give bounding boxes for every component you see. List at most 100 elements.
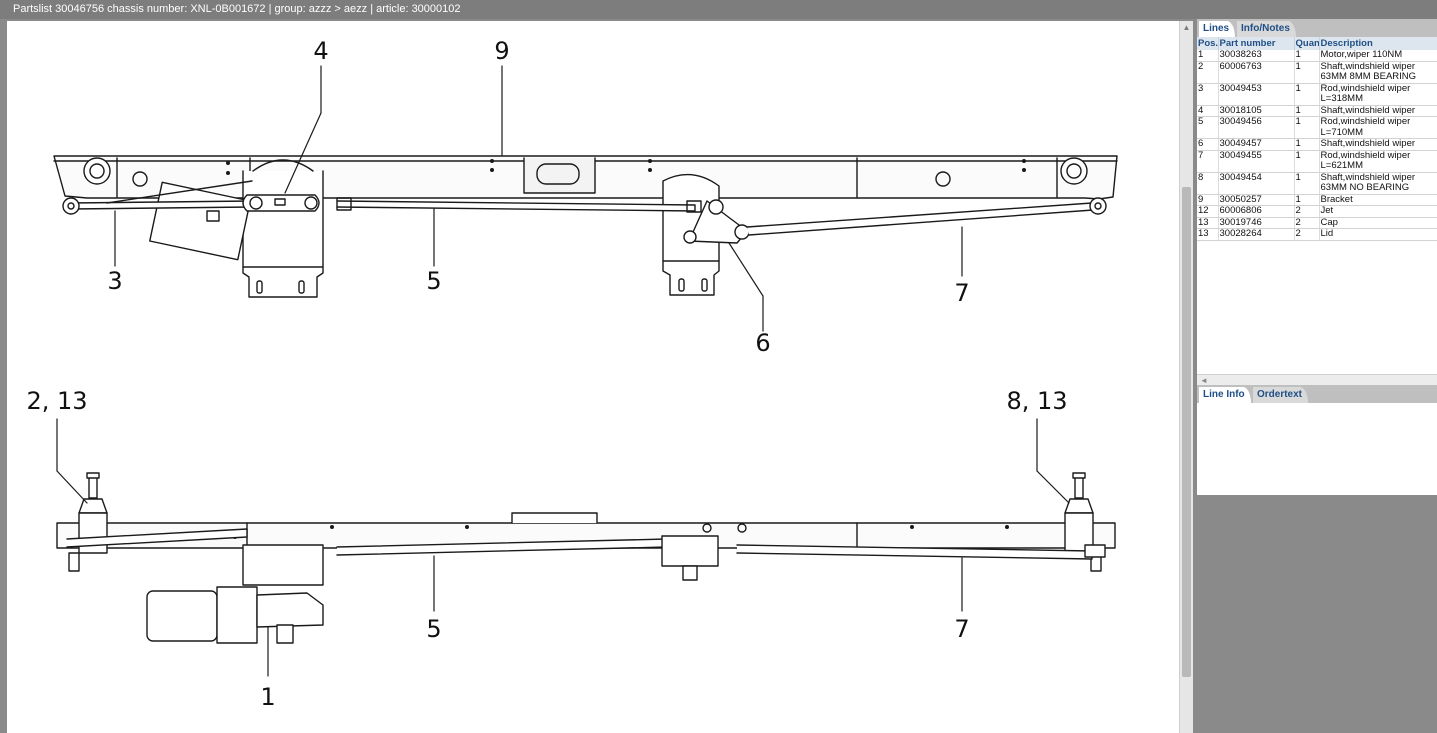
cell-description: Shaft,windshield wiper: [1319, 138, 1437, 151]
cell-description: Motor,wiper 110NM: [1319, 49, 1437, 62]
tab-line-info[interactable]: Line Info: [1199, 387, 1251, 403]
callout-label: 8, 13: [1006, 387, 1067, 415]
cell-quantity: 1: [1294, 138, 1320, 151]
cell-description: Shaft,windshield wiper 63MM 8MM BEARING: [1319, 61, 1437, 84]
callout-label: 3: [107, 267, 122, 295]
wiper-motor-bottom: [146, 544, 324, 644]
column-header-pos[interactable]: Pos.: [1197, 37, 1219, 50]
callout-label: 5: [426, 267, 441, 295]
cell-quantity: 1: [1294, 83, 1320, 106]
cell-part-number: 60006806: [1218, 205, 1295, 218]
cell-quantity: 1: [1294, 61, 1320, 84]
cell-pos: 1: [1197, 49, 1219, 62]
column-header-part-number[interactable]: Part number: [1218, 37, 1295, 50]
cell-part-number: 30038263: [1218, 49, 1295, 62]
cell-description: Shaft,windshield wiper: [1319, 105, 1437, 117]
table-horizontal-scrollbar[interactable]: ◄: [1197, 374, 1437, 386]
cell-quantity: 1: [1294, 194, 1320, 206]
cell-description: Cap: [1319, 217, 1437, 229]
cell-part-number: 30049455: [1218, 150, 1295, 173]
lineinfo-tabstrip: Line Info Ordertext: [1197, 385, 1437, 403]
column-header-quantity[interactable]: Quan: [1294, 37, 1320, 50]
scroll-up-icon[interactable]: ▲: [1182, 23, 1191, 32]
cell-quantity: 2: [1294, 228, 1320, 241]
callout-label: 5: [426, 615, 441, 643]
scroll-left-icon[interactable]: ◄: [1200, 376, 1208, 385]
cell-pos: 12: [1197, 205, 1219, 218]
drawing-vertical-scrollbar[interactable]: ▲: [1179, 21, 1193, 733]
cell-quantity: 1: [1294, 105, 1320, 117]
tab-lines[interactable]: Lines: [1199, 21, 1236, 37]
cell-quantity: 1: [1294, 49, 1320, 62]
callout-label: 1: [260, 683, 275, 711]
callout-labels: 9 4 3 5 6 7 2, 13 8, 13 5 7 1: [26, 37, 1067, 711]
lines-tabstrip: Lines Info/Notes: [1197, 19, 1437, 37]
cell-pos: 7: [1197, 150, 1219, 173]
cell-quantity: 2: [1294, 217, 1320, 229]
cell-quantity: 1: [1294, 150, 1320, 173]
cell-pos: 4: [1197, 105, 1219, 117]
cell-part-number: 60006763: [1218, 61, 1295, 84]
cell-pos: 5: [1197, 116, 1219, 139]
cell-part-number: 30028264: [1218, 228, 1295, 241]
callout-label: 9: [494, 37, 509, 65]
cell-part-number: 30049456: [1218, 116, 1295, 139]
right-panel: Lines Info/Notes Pos. Part number Quan D…: [1193, 19, 1437, 733]
cell-description: Rod,windshield wiper L=318MM: [1319, 83, 1437, 106]
callout-label: 6: [755, 329, 770, 357]
callout-leaders: [56, 65, 1070, 677]
cell-pos: 2: [1197, 61, 1219, 84]
cell-part-number: 30019746: [1218, 217, 1295, 229]
cell-description: Rod,windshield wiper L=710MM: [1319, 116, 1437, 139]
callout-label: 2, 13: [26, 387, 87, 415]
cell-pos: 9: [1197, 194, 1219, 206]
cell-part-number: 30049453: [1218, 83, 1295, 106]
cell-pos: 3: [1197, 83, 1219, 106]
cell-description: Shaft,windshield wiper 63MM NO BEARING: [1319, 172, 1437, 195]
cell-quantity: 2: [1294, 205, 1320, 218]
tab-info-notes[interactable]: Info/Notes: [1237, 21, 1296, 37]
window-title-bar: Partslist 30046756 chassis number: XNL-0…: [0, 0, 1437, 19]
cell-part-number: 30050257: [1218, 194, 1295, 206]
callout-label: 4: [313, 37, 328, 65]
wiper-linkage-drawing: 9 4 3 5 6 7 2, 13 8, 13 5 7 1: [26, 37, 1118, 711]
window-title: Partslist 30046756 chassis number: XNL-0…: [13, 3, 461, 15]
cell-part-number: 30018105: [1218, 105, 1295, 117]
linkage-rods-top: [62, 180, 1107, 244]
cell-part-number: 30049457: [1218, 138, 1295, 151]
line-info-panel: [1197, 403, 1437, 495]
cell-quantity: 1: [1294, 172, 1320, 195]
cell-pos: 8: [1197, 172, 1219, 195]
table-header-row: Pos. Part number Quan Description: [1197, 37, 1437, 50]
cell-description: Lid: [1319, 228, 1437, 241]
cell-description: Bracket: [1319, 194, 1437, 206]
callout-label: 7: [954, 279, 969, 307]
column-header-description[interactable]: Description: [1319, 37, 1437, 50]
frame-bracket-bottom: [56, 512, 1116, 549]
callout-label: 7: [954, 615, 969, 643]
cell-quantity: 1: [1294, 116, 1320, 139]
tab-ordertext[interactable]: Ordertext: [1253, 387, 1309, 403]
cell-part-number: 30049454: [1218, 172, 1295, 195]
exploded-drawing-pane[interactable]: 9 4 3 5 6 7 2, 13 8, 13 5 7 1: [7, 21, 1179, 733]
cell-pos: 13: [1197, 228, 1219, 241]
scroll-thumb[interactable]: [1182, 187, 1191, 677]
cell-pos: 6: [1197, 138, 1219, 151]
pivot-shaft-left: [68, 472, 108, 572]
cell-description: Jet: [1319, 205, 1437, 218]
